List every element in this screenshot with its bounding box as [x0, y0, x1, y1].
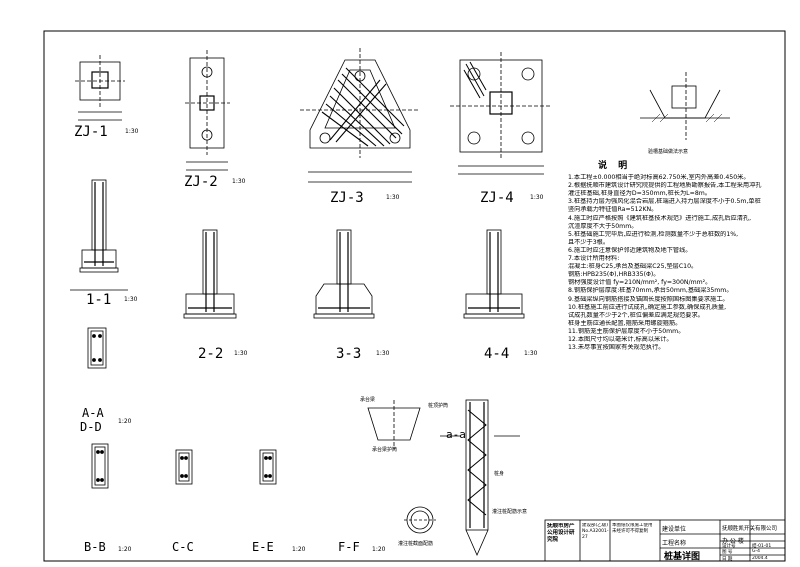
scale-zj2: 1:30 — [232, 178, 246, 185]
scale-f-f: 1:20 — [372, 546, 386, 553]
label-a-a: A-A — [82, 406, 104, 420]
scale-2-2: 1:30 — [234, 350, 248, 357]
drawing-title: 桩基详图 — [664, 552, 701, 562]
client-name: 抚顺胜凯开关有限公司 — [722, 526, 778, 532]
title-block-frame — [544, 519, 786, 562]
notes-line: 12.本图尺寸均以毫米计,标高以米计。 — [568, 335, 673, 343]
notes-line: 11.钢筋笼主筋保护层厚度不小于50mm。 — [568, 327, 685, 335]
zj3-plan — [300, 48, 420, 183]
label-f-f: F-F — [338, 540, 360, 554]
institute-name: 抚顺市房产公用设计研究院 — [547, 523, 575, 543]
label-pile-cap: 桩顶护筒 — [428, 403, 449, 409]
section-a-a — [87, 327, 107, 369]
pile-long — [440, 399, 520, 556]
label-zj3: ZJ-3 — [330, 190, 364, 206]
drawing-statement: 本图纸仅限施工使用 未经许可不得复制 — [612, 523, 653, 534]
notes-line: 钢材强度设计值 fy=210N/mm², fy=300N/mm²。 — [568, 279, 712, 287]
label-pile-body: 桩身 — [494, 471, 505, 477]
notes-line: 3.桩基持力层为强风化混合岩层,桩端进入持力层深度不小于0.5m,单桩 — [568, 198, 761, 206]
label-pile-section: 灌注桩配筋示意 — [492, 509, 528, 515]
zj4-plan — [450, 52, 552, 175]
drawing-no: 结-01-01 — [752, 544, 772, 549]
project-name: 办 公 楼 — [722, 538, 744, 545]
zj1-plan — [75, 55, 125, 121]
label-a-a-pile: a-a — [446, 428, 466, 441]
sheet-label: 图 号 — [722, 550, 733, 555]
scale-zj3: 1:30 — [386, 194, 400, 201]
pile-detail — [367, 400, 436, 534]
notes-line: 6.施工时应注意保护邻近建筑物及地下管线。 — [568, 246, 692, 254]
notes-line: 沉渣厚度不大于50mm。 — [568, 222, 638, 230]
notes-line: 试成孔数量不少于2个,桩位偏差应满足规范要求。 — [568, 311, 704, 319]
label-d-d: D-D — [80, 420, 102, 434]
scale-zj1: 1:30 — [125, 128, 139, 135]
scale-3-3: 1:30 — [376, 350, 390, 357]
label-2-2: 2-2 — [198, 346, 224, 362]
notes-line: 钢筋:HPB235(Φ),HRB335(Φ)。 — [568, 271, 660, 279]
notes-line: 2.根据抚顺市建筑设计研究院提供的工程地质勘察报告,本工程采用冲孔 — [568, 182, 762, 190]
section-e-e — [259, 449, 277, 485]
notes-line: 1.本工程±0.000相当于绝对标高62.750米,室内外高差0.450米。 — [568, 174, 750, 182]
label-zj1: ZJ-1 — [74, 124, 108, 140]
sheet-border — [43, 30, 786, 562]
label-f-caption: 灌注桩截面配筋 — [398, 541, 434, 547]
label-1-1: 1-1 — [86, 292, 112, 308]
scale-1-1: 1:30 — [124, 296, 138, 303]
date-label: 日 期 — [722, 557, 733, 562]
pit-detail — [640, 72, 730, 140]
notes-line: 且不少于3根。 — [568, 238, 610, 246]
scale-a-a: 1:20 — [118, 418, 132, 425]
label-c-c: C-C — [172, 540, 194, 554]
notes-line: 5.桩基础施工完毕后,应进行检测,检测数量不少于总桩数的1%, — [568, 230, 739, 238]
section-1-1 — [70, 179, 128, 291]
label-e-e: E-E — [252, 540, 274, 554]
sheet-no: G-4 — [752, 549, 760, 554]
notes-line: 桩身主筋应通长配置,箍筋采用螺旋箍筋。 — [568, 319, 682, 327]
date-value: 2004.4 — [752, 556, 768, 561]
notes-line: 灌注桩基础,桩身直径为D=350mm,桩长为L=8m。 — [568, 190, 711, 198]
label-zj4: ZJ-4 — [480, 190, 514, 206]
section-c-c — [175, 449, 193, 485]
label-4-4: 4-4 — [484, 346, 510, 362]
label-pile-top: 承台梁 — [360, 397, 376, 403]
project-label: 工程名称 — [662, 540, 687, 547]
label-pile-note: 承台梁护筒 — [372, 447, 398, 453]
design-notes: 说 明 1.本工程±0.000相当于绝对标高62.750米,室内外高差0.450… — [568, 160, 776, 515]
scale-zj4: 1:30 — [530, 194, 544, 201]
label-3-3: 3-3 — [336, 346, 362, 362]
notes-line: 混凝土:桩身C25,承台及基础梁C25,垫层C10。 — [568, 263, 698, 271]
scale-4-4: 1:30 — [524, 350, 538, 357]
notes-line: 竖向承载力特征值Ra=512KN。 — [568, 206, 658, 214]
notes-line: 7.本设计所用材料: — [568, 255, 620, 263]
section-4-4 — [463, 229, 525, 319]
label-zj2: ZJ-2 — [184, 174, 218, 190]
no-label: 设计号 — [722, 544, 736, 549]
notes-line: 10.桩基施工前应进行试成孔,确定施工参数,确保成孔质量, — [568, 303, 727, 311]
license-no: 建设部(乙级) No.A32001-27 — [582, 523, 609, 540]
section-2-2 — [183, 229, 237, 319]
scale-b-b: 1:20 — [118, 546, 132, 553]
zj2-plan — [185, 50, 230, 171]
notes-line: 4.施工时应严格按照《建筑桩基技术规范》进行施工,成孔后应清孔, — [568, 214, 752, 222]
section-b-b — [91, 443, 109, 489]
label-pit: 验槽基础做法示意 — [648, 149, 689, 155]
notes-line: 8.钢筋保护层厚度:桩基70mm,承台50mm,基础梁35mm。 — [568, 287, 733, 295]
scale-e-e: 1:20 — [292, 546, 306, 553]
client-label: 建设单位 — [662, 526, 687, 533]
section-3-3 — [313, 229, 375, 319]
notes-line: 9.基础梁纵向钢筋搭接及锚固长度按照国标图集要求施工。 — [568, 295, 729, 303]
label-b-b: B-B — [84, 540, 106, 554]
notes-title: 说 明 — [598, 161, 632, 171]
notes-line: 13.未尽事宜按国家有关规范执行。 — [568, 344, 665, 352]
